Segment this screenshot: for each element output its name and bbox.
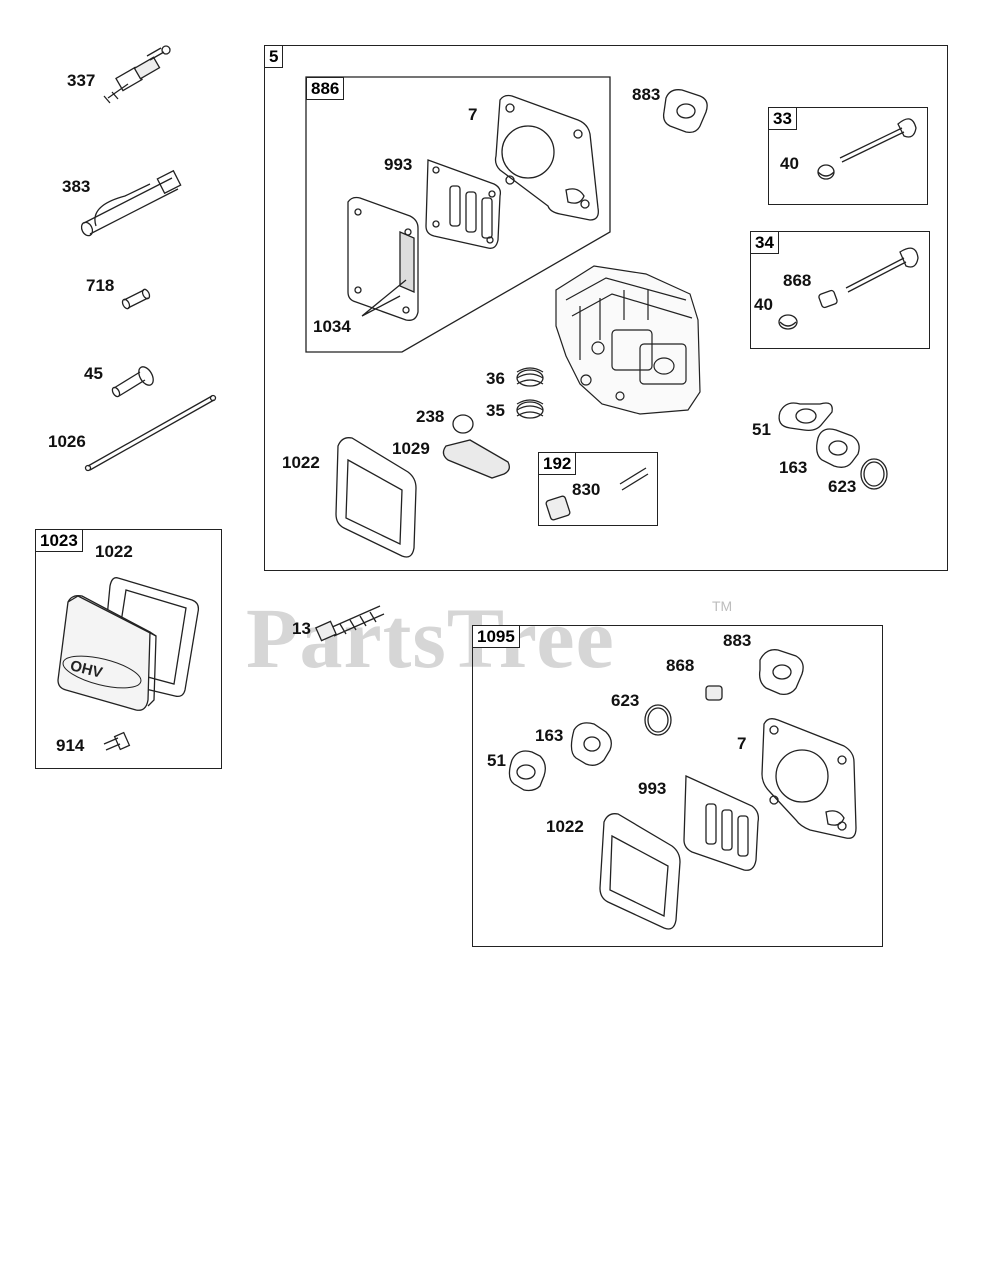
label-5-51: 51 xyxy=(752,420,771,439)
watermark-brand: PartsTree xyxy=(246,590,615,686)
label-718: 718 xyxy=(86,276,115,295)
label-34-40: 40 xyxy=(754,295,773,314)
cylinder-head-drawing xyxy=(556,266,700,414)
label-5-883: 883 xyxy=(632,85,661,104)
label-238: 238 xyxy=(416,407,445,426)
kit-192-box: 192 xyxy=(538,452,658,526)
label-1095-51: 51 xyxy=(487,751,506,770)
screw-914-drawing xyxy=(104,733,129,750)
kit-34-tag: 34 xyxy=(750,231,779,254)
gasket-883-kit1095-drawing xyxy=(760,650,804,695)
clip-pin-drawing xyxy=(79,171,180,238)
gasket-883-drawing xyxy=(664,90,708,133)
kit-34-box: 34 xyxy=(750,231,930,349)
gasket-51-drawing xyxy=(779,403,832,430)
label-45: 45 xyxy=(84,364,103,383)
watermark-trademark: TM xyxy=(712,598,733,614)
label-830: 830 xyxy=(572,480,601,499)
spring-35-drawing xyxy=(517,400,543,418)
label-1095-883: 883 xyxy=(723,631,752,650)
label-1095-1022: 1022 xyxy=(546,817,584,836)
label-1095-993: 993 xyxy=(638,779,667,798)
kit-1095-tag: 1095 xyxy=(472,625,520,648)
part-830-drawing xyxy=(545,468,648,521)
seal-868-kit1095-drawing xyxy=(706,686,722,700)
rocker-arm-drawing xyxy=(443,440,509,478)
label-5-1022: 1022 xyxy=(282,453,320,472)
valve-cover-gasket-kit5-drawing xyxy=(336,438,416,557)
kit-1023-tag: 1023 xyxy=(35,529,83,552)
valve-34-drawing xyxy=(779,248,918,329)
kit-886-frame xyxy=(306,77,610,352)
valve-cover-drawing xyxy=(58,596,156,711)
valve-cover-gasket-kit1095-drawing xyxy=(600,814,680,929)
leader-1034 xyxy=(362,280,406,316)
label-914: 914 xyxy=(56,736,85,755)
label-13: 13 xyxy=(292,619,311,638)
head-gasket-kit1095-drawing xyxy=(762,719,856,839)
label-36: 36 xyxy=(486,369,505,388)
rocker-plate-drawing xyxy=(348,198,418,321)
intake-gasket-drawing xyxy=(426,160,500,248)
valve-33-drawing xyxy=(818,119,916,179)
guide-45-drawing xyxy=(111,364,156,397)
o-ring-623-kit1095-drawing xyxy=(645,705,671,735)
spring-36-drawing xyxy=(517,368,543,386)
label-1095-623: 623 xyxy=(611,691,640,710)
label-383: 383 xyxy=(62,177,91,196)
label-1095-868: 868 xyxy=(666,656,695,675)
kit-886-tag: 886 xyxy=(306,77,345,100)
label-1095-163: 163 xyxy=(535,726,564,745)
label-1026: 1026 xyxy=(48,432,86,451)
gasket-163-drawing xyxy=(817,429,859,467)
label-5-163: 163 xyxy=(779,458,808,477)
label-886-993: 993 xyxy=(384,155,413,174)
label-1029: 1029 xyxy=(392,439,430,458)
push-rod-drawing xyxy=(86,396,216,471)
gasket-51-kit1095-drawing xyxy=(509,751,545,791)
kit-5-box: 5 xyxy=(264,45,948,571)
kit-33-box: 33 xyxy=(768,107,928,205)
intake-gasket-kit1095-drawing xyxy=(684,776,758,870)
plug-238-drawing xyxy=(453,415,473,433)
kit-1023-box: 1023 xyxy=(35,529,222,769)
label-1034: 1034 xyxy=(313,317,351,336)
head-gasket-drawing xyxy=(496,96,599,221)
label-886-7: 7 xyxy=(468,105,478,124)
label-337: 337 xyxy=(67,71,96,90)
kit-1095-box: 1095 xyxy=(472,625,883,947)
kit-5-tag: 5 xyxy=(264,45,284,68)
label-33-40: 40 xyxy=(780,154,799,173)
kit-33-tag: 33 xyxy=(768,107,797,130)
label-5-623: 623 xyxy=(828,477,857,496)
gasket-163-kit1095-drawing xyxy=(571,723,611,765)
kit-192-tag: 192 xyxy=(538,452,577,475)
o-ring-623-drawing xyxy=(861,459,887,489)
label-1023-1022: 1022 xyxy=(95,542,133,561)
bolt-13-drawing xyxy=(316,606,384,641)
label-1095-7: 7 xyxy=(737,734,747,753)
pin-718-drawing xyxy=(121,288,151,310)
label-34-868: 868 xyxy=(783,271,812,290)
spark-plug-drawing xyxy=(104,46,170,103)
label-35: 35 xyxy=(486,401,505,420)
